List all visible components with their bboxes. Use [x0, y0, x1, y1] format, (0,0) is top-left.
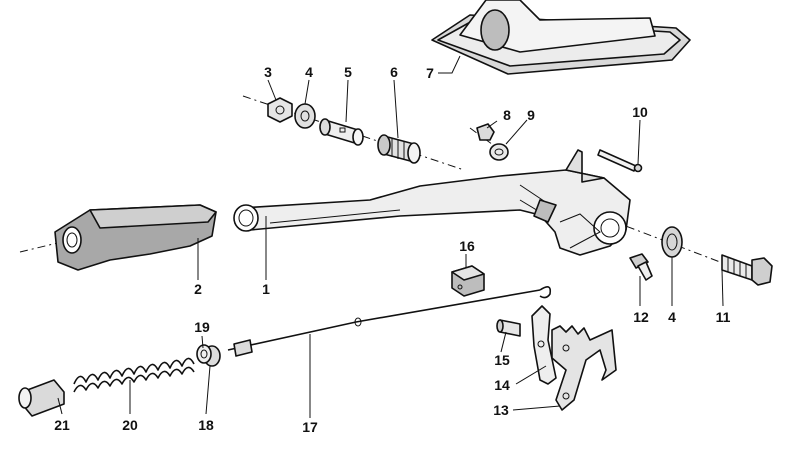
callout-5: 5 [344, 64, 352, 80]
part-17-rod [227, 286, 552, 357]
callout-21: 21 [54, 417, 70, 433]
part-21-cap [18, 379, 65, 417]
part-12-bolt [629, 253, 653, 281]
callout-1: 1 [262, 281, 270, 297]
part-1-lever [233, 149, 631, 256]
part-4-washer-lower [661, 226, 683, 258]
callout-17: 17 [302, 419, 318, 435]
callout-19: 19 [194, 319, 210, 335]
part-11-bolt [721, 254, 773, 286]
callout-9: 9 [527, 107, 535, 123]
part-20-spring [73, 357, 195, 393]
part-16-block [451, 265, 485, 297]
callout-8: 8 [503, 107, 511, 123]
part-15-pin [496, 319, 521, 337]
part-7-boot [431, 0, 691, 75]
leader-lines [57, 55, 724, 418]
part-3-nut [267, 97, 293, 123]
part-13-ratchet [551, 325, 617, 411]
part-5-sleeve [319, 118, 364, 146]
callout-15: 15 [494, 352, 510, 368]
part-10-pin [597, 149, 643, 173]
part-6-bushing [377, 134, 421, 164]
callout-4-upper: 4 [305, 64, 313, 80]
part-19-washer [196, 344, 212, 364]
part-2-grip [54, 204, 217, 271]
part-4-washer-upper [294, 103, 316, 129]
callouts: 1 2 3 4 4 5 6 7 8 9 10 11 12 13 14 15 16… [54, 64, 730, 435]
callout-2: 2 [194, 281, 202, 297]
part-8-nut [476, 123, 495, 141]
callout-16: 16 [459, 238, 475, 254]
callout-11: 11 [716, 309, 731, 325]
callout-12: 12 [633, 309, 649, 325]
callout-18: 18 [198, 417, 214, 433]
callout-10: 10 [632, 104, 648, 120]
callout-7: 7 [426, 65, 434, 81]
callout-4-lower: 4 [668, 309, 676, 325]
callout-3: 3 [264, 64, 272, 80]
part-14-pawl [531, 305, 557, 385]
callout-14: 14 [494, 377, 510, 393]
callout-20: 20 [122, 417, 138, 433]
callout-13: 13 [493, 402, 509, 418]
part-9-cap [489, 143, 509, 161]
callout-6: 6 [390, 64, 398, 80]
